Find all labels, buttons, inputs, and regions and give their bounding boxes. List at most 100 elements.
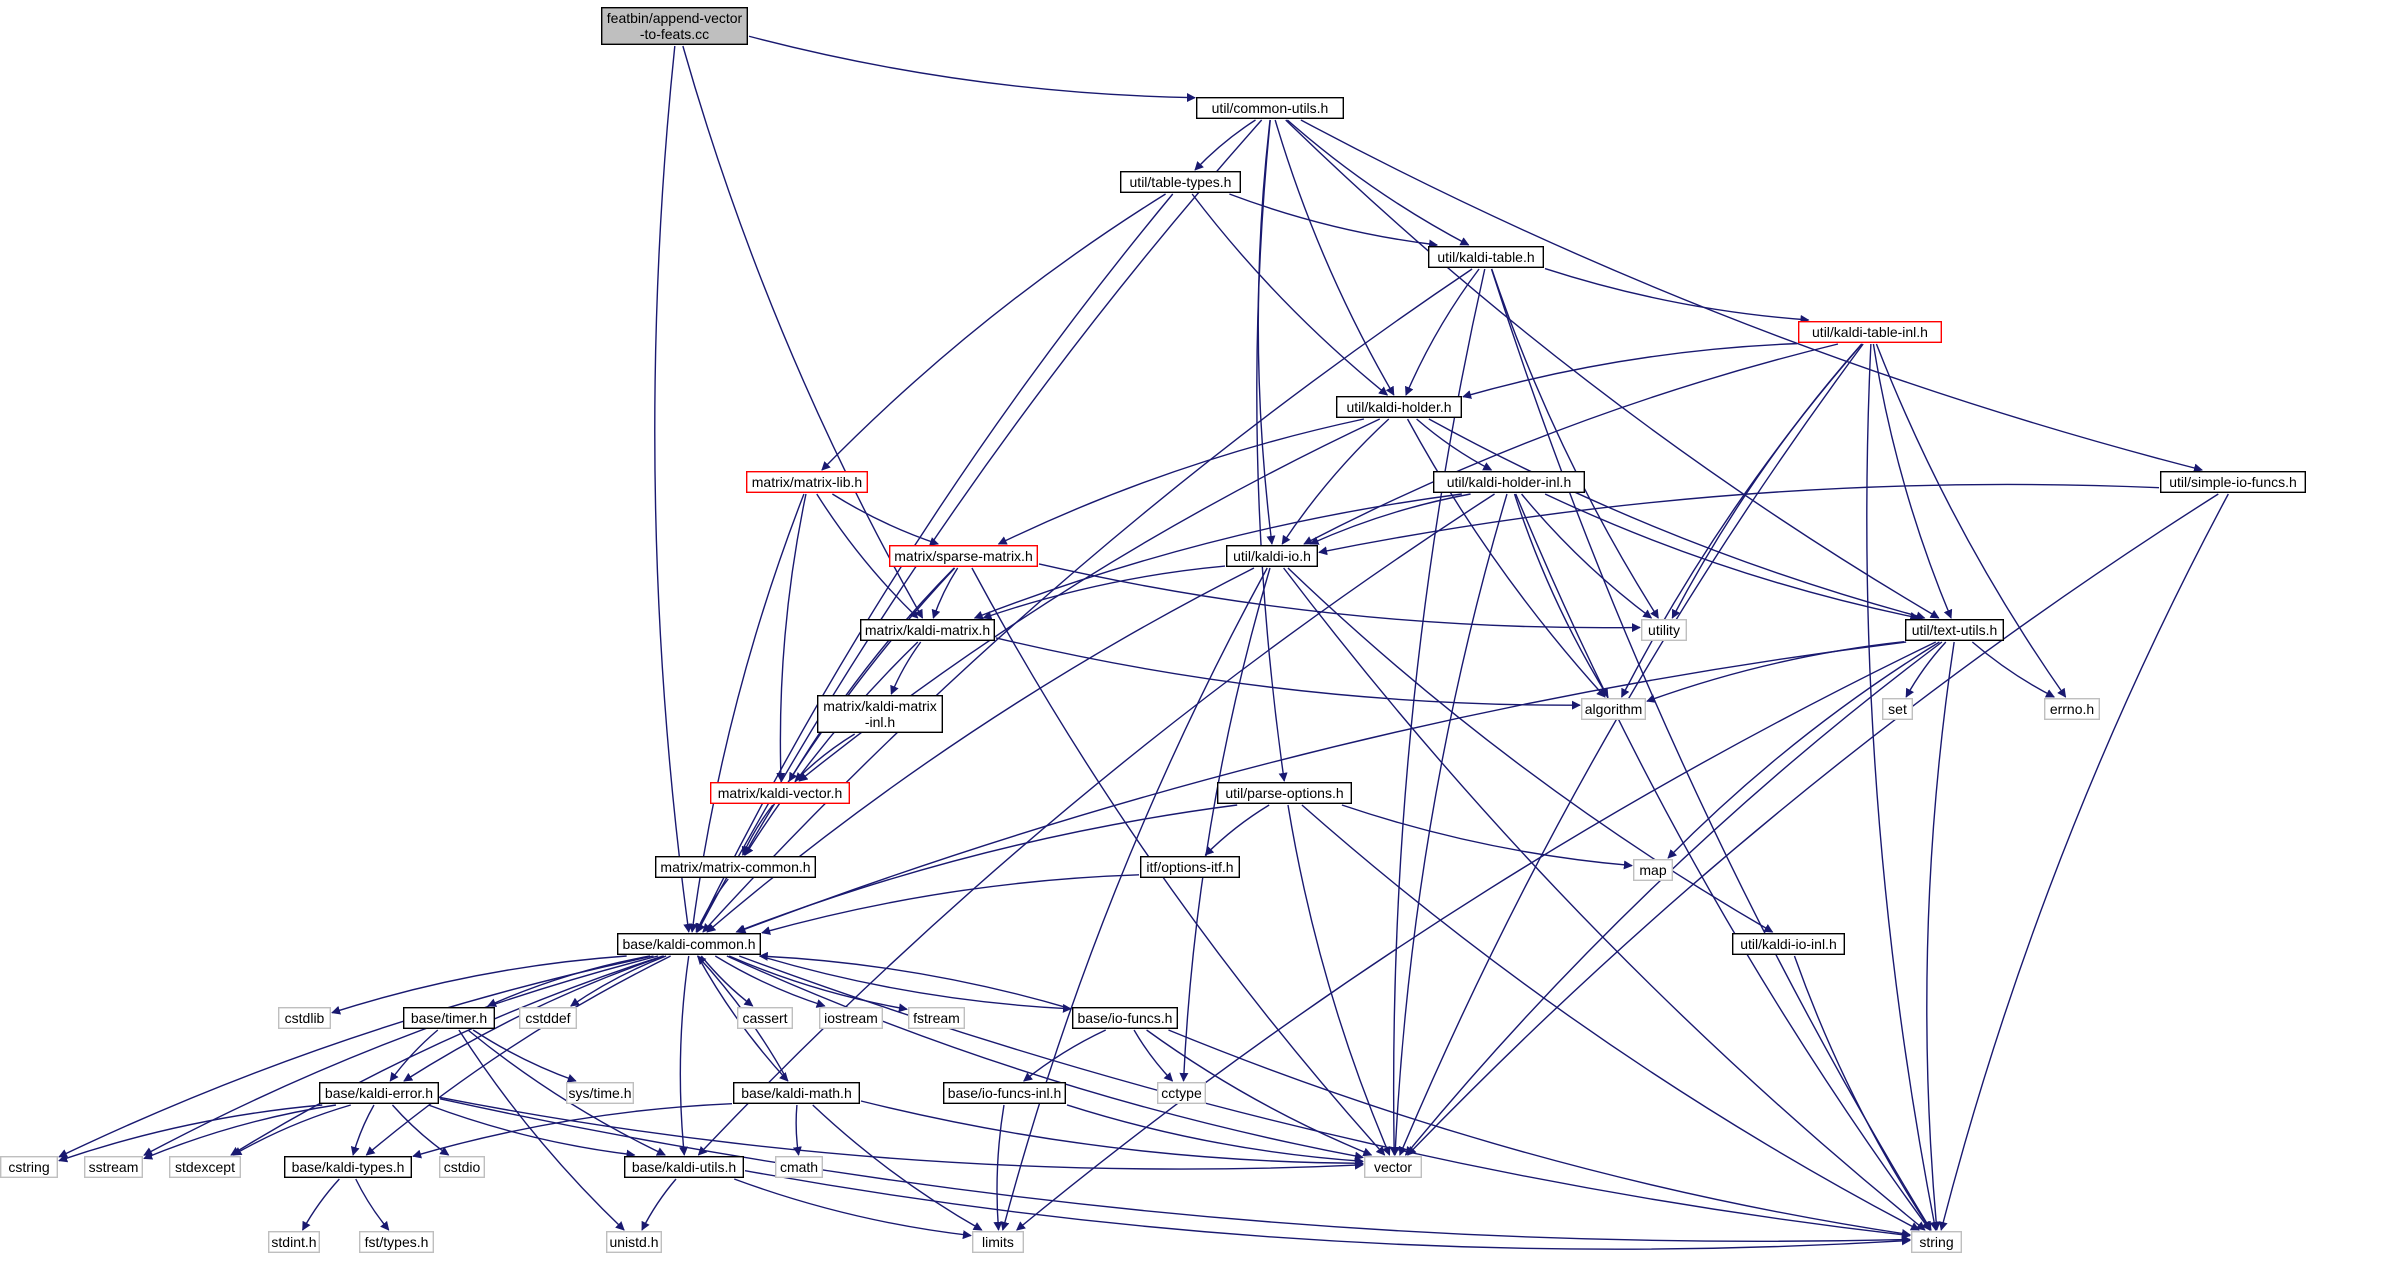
node-box bbox=[746, 471, 869, 494]
node-box bbox=[889, 545, 1039, 568]
node-table-types[interactable]: util/table-types.h bbox=[1119, 170, 1241, 193]
node-box bbox=[359, 1230, 435, 1253]
node-box bbox=[601, 6, 749, 45]
node-box bbox=[439, 1155, 486, 1178]
node-kaldi-holder-inl[interactable]: util/kaldi-holder-inl.h bbox=[1432, 471, 1585, 494]
node-kaldi-math[interactable]: base/kaldi-math.h bbox=[733, 1081, 861, 1104]
node-kaldi-table[interactable]: util/kaldi-table.h bbox=[1427, 245, 1544, 268]
node-label: utility bbox=[1648, 622, 1680, 638]
edge-io_funcs-to-vector bbox=[1146, 1029, 1373, 1157]
edge-root-to-common_utils bbox=[748, 35, 1196, 103]
edge-kaldi_io-to-kaldi_io_inl bbox=[1287, 567, 1774, 933]
node-box bbox=[1640, 619, 1687, 642]
node-kaldi-matrix[interactable]: matrix/kaldi-matrix.h bbox=[860, 619, 996, 642]
node-kaldi-io[interactable]: util/kaldi-io.h bbox=[1225, 545, 1318, 568]
edge-parse_options-to-kaldi_common bbox=[735, 804, 1238, 934]
edge-parse_options-to-string bbox=[1301, 804, 1920, 1231]
edge-text_utils-to-kaldi_common bbox=[736, 641, 1907, 934]
node-errno: errno.h bbox=[2043, 698, 2100, 721]
node-label: base/kaldi-types.h bbox=[292, 1159, 405, 1175]
node-kaldi-types[interactable]: base/kaldi-types.h bbox=[284, 1155, 413, 1178]
node-map: map bbox=[1632, 859, 1673, 882]
node-fstream: fstream bbox=[908, 1007, 966, 1030]
node-label: sys/time.h bbox=[568, 1085, 631, 1101]
edge-kaldi_io-to-limits bbox=[1000, 567, 1268, 1231]
edge-kaldi_common-to-stdexcept bbox=[230, 955, 664, 1156]
node-label: cctype bbox=[1161, 1085, 1202, 1101]
edge-kaldi_matrix-to-algorithm bbox=[995, 637, 1581, 710]
node-limits: limits bbox=[972, 1230, 1025, 1253]
node-box bbox=[908, 1007, 966, 1030]
node-common-utils[interactable]: util/common-utils.h bbox=[1195, 96, 1344, 119]
node-text-utils[interactable]: util/text-utils.h bbox=[1904, 619, 2004, 642]
edge-kaldi_table_inl-to-algorithm bbox=[1621, 343, 1863, 698]
edge-kaldi_io-to-string bbox=[1283, 567, 1926, 1231]
node-options-itf[interactable]: itf/options-itf.h bbox=[1139, 856, 1240, 879]
node-timer[interactable]: base/timer.h bbox=[403, 1007, 496, 1030]
edge-kaldi_holder_inl-to-string bbox=[1515, 493, 1931, 1231]
node-kaldi-matrix-inl[interactable]: matrix/kaldi-matrix-inl.h bbox=[817, 695, 944, 734]
node-box bbox=[83, 1155, 143, 1178]
node-root[interactable]: featbin/append-vector-to-feats.cc bbox=[601, 6, 749, 45]
node-utility: utility bbox=[1640, 619, 1687, 642]
node-box bbox=[566, 1081, 635, 1104]
edge-sparse_matrix-to-kaldi_matrix bbox=[931, 567, 959, 619]
node-cstring: cstring bbox=[0, 1155, 58, 1178]
node-label: util/table-types.h bbox=[1130, 174, 1232, 190]
node-box bbox=[655, 856, 817, 879]
edge-kaldi_math-to-limits bbox=[812, 1104, 983, 1231]
node-kaldi-table-inl[interactable]: util/kaldi-table-inl.h bbox=[1797, 321, 1942, 344]
node-label: cstddef bbox=[525, 1010, 570, 1026]
node-kaldi-holder[interactable]: util/kaldi-holder.h bbox=[1335, 396, 1462, 419]
node-label: vector bbox=[1374, 1159, 1412, 1175]
edge-kaldi_error-to-sstream bbox=[143, 1104, 337, 1160]
node-matrix-common[interactable]: matrix/matrix-common.h bbox=[655, 856, 817, 879]
node-box bbox=[319, 1081, 440, 1104]
node-box bbox=[1580, 698, 1646, 721]
edge-kaldi_utils-to-string bbox=[744, 1169, 1911, 1250]
edge-io_funcs-to-kaldi_common bbox=[758, 951, 1072, 1010]
edge-kaldi_matrix-to-kaldi_matrix_inl bbox=[890, 641, 922, 695]
node-cstdio: cstdio bbox=[439, 1155, 486, 1178]
node-box bbox=[403, 1007, 496, 1030]
edge-kaldi_holder-to-kaldi_holder_inl bbox=[1416, 418, 1493, 471]
node-box bbox=[1797, 321, 1942, 344]
node-box bbox=[1731, 933, 1845, 956]
node-kaldi-utils[interactable]: base/kaldi-utils.h bbox=[624, 1155, 745, 1178]
node-kaldi-io-inl[interactable]: util/kaldi-io-inl.h bbox=[1731, 933, 1845, 956]
node-kaldi-vector[interactable]: matrix/kaldi-vector.h bbox=[710, 782, 851, 805]
node-sparse-matrix[interactable]: matrix/sparse-matrix.h bbox=[889, 545, 1039, 568]
node-box bbox=[1432, 471, 1585, 494]
edge-common_utils-to-kaldi_holder bbox=[1274, 119, 1395, 396]
node-box bbox=[1904, 619, 2004, 642]
node-matrix-lib[interactable]: matrix/matrix-lib.h bbox=[746, 471, 869, 494]
edge-kaldi_holder-to-algorithm bbox=[1406, 418, 1606, 698]
edge-kaldi_types-to-fst_types bbox=[355, 1178, 390, 1231]
node-simple-io-funcs[interactable]: util/simple-io-funcs.h bbox=[2159, 471, 2306, 494]
node-kaldi-error[interactable]: base/kaldi-error.h bbox=[319, 1081, 440, 1104]
edge-kaldi_error-to-stdexcept bbox=[232, 1104, 351, 1156]
edge-kaldi_error-to-vector bbox=[439, 1096, 1364, 1170]
node-box bbox=[1881, 698, 1913, 721]
node-label: util/simple-io-funcs.h bbox=[2169, 474, 2297, 490]
edge-common_utils-to-kaldi_common bbox=[696, 119, 1263, 933]
edge-parse_options-to-options_itf bbox=[1204, 804, 1270, 856]
edge-io_funcs-to-io_funcs_inl bbox=[1023, 1029, 1107, 1082]
node-cstdlib: cstdlib bbox=[278, 1007, 332, 1030]
node-io-funcs-inl[interactable]: base/io-funcs-inl.h bbox=[943, 1081, 1067, 1104]
node-io-funcs[interactable]: base/io-funcs.h bbox=[1071, 1007, 1178, 1030]
node-label: matrix/kaldi-matrix.h bbox=[865, 622, 990, 638]
edge-kaldi_holder-to-kaldi_io bbox=[1281, 418, 1390, 545]
node-parse-options[interactable]: util/parse-options.h bbox=[1216, 782, 1352, 805]
node-cmath: cmath bbox=[775, 1155, 824, 1178]
node-box bbox=[1156, 1081, 1206, 1104]
edge-common_utils-to-simple_io_funcs bbox=[1300, 119, 2203, 473]
edge-kaldi_utils-to-limits bbox=[733, 1178, 972, 1240]
node-label: algorithm bbox=[1585, 701, 1643, 717]
edge-kaldi_types-to-stdint bbox=[302, 1178, 340, 1231]
node-kaldi-common[interactable]: base/kaldi-common.h bbox=[617, 933, 762, 956]
node-box bbox=[624, 1155, 745, 1178]
node-box bbox=[606, 1230, 663, 1253]
node-box bbox=[1139, 856, 1240, 879]
node-box bbox=[1195, 96, 1344, 119]
